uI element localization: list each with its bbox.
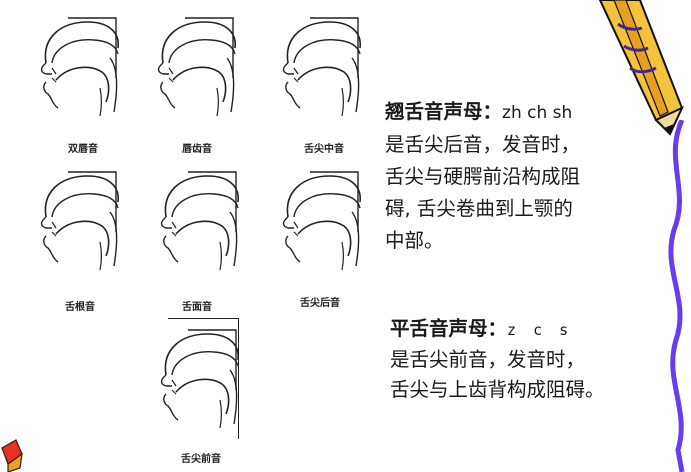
pencil-icon	[598, 0, 685, 136]
retroflex-title: 翘舌音声母：	[385, 100, 503, 123]
flat-letters: z c s	[507, 321, 573, 339]
dental-frame	[168, 318, 239, 439]
corner-decoration-icon	[1, 439, 23, 472]
dental-caption: 舌尖前音	[181, 454, 221, 465]
flat-description: 平舌音声母：z c s 是舌尖前音，发音时， 舌尖与上齿背构成阻碍。	[390, 314, 680, 405]
velar-diagram	[40, 171, 120, 271]
flat-line2: 舌尖与上齿背构成阻碍。	[390, 378, 605, 401]
retroflex-letters: zh ch sh	[502, 103, 573, 123]
labiodental-diagram	[157, 17, 237, 117]
retroflex-line3: 碍, 舌尖卷曲到上颚的	[385, 197, 573, 220]
retroflex-diagram	[282, 171, 362, 271]
apical-alveolar-caption: 舌尖中音	[304, 144, 344, 155]
dorsal-diagram	[160, 171, 240, 271]
bilabial-diagram	[40, 17, 120, 117]
labiodental-caption: 唇齿音	[182, 144, 212, 155]
dental-diagram	[160, 329, 240, 429]
retroflex-caption: 舌尖后音	[300, 298, 340, 309]
retroflex-line1: 是舌尖后音，发音时，	[385, 133, 581, 156]
bilabial-caption: 双唇音	[68, 144, 98, 155]
flat-title: 平舌音声母：	[390, 317, 508, 340]
retroflex-description: 翘舌音声母：zh ch sh 是舌尖后音，发音时， 舌尖与硬腭前沿构成阻 碍, …	[385, 96, 655, 257]
retroflex-line2: 舌尖与硬腭前沿构成阻	[385, 165, 581, 188]
decorative-border	[668, 120, 685, 472]
velar-caption: 舌根音	[65, 302, 95, 313]
flat-line1: 是舌尖前音，发音时，	[390, 348, 586, 371]
apical-alveolar-diagram	[282, 17, 362, 117]
retroflex-line4: 中部。	[385, 229, 444, 252]
dorsal-caption: 舌面音	[182, 302, 212, 313]
